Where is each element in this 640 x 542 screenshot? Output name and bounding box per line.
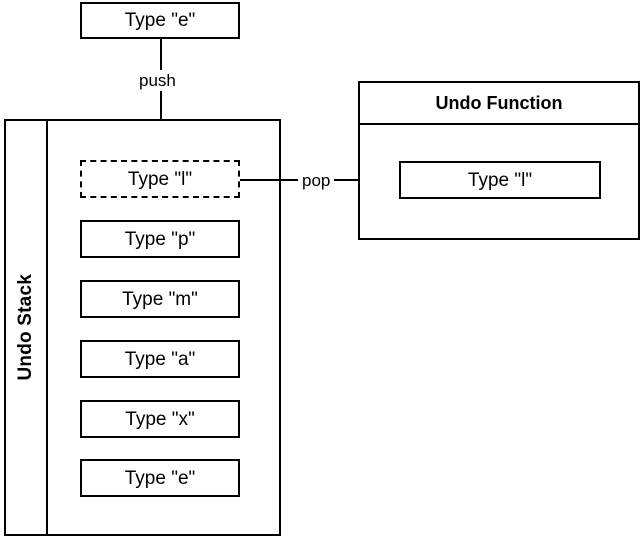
undo-function-header: Undo Function (360, 83, 638, 125)
undo-stack-title: Undo Stack (15, 274, 36, 381)
incoming-action-node: Type "e" (80, 2, 240, 39)
undo-function-action-node: Type "l" (399, 161, 601, 199)
stack-item-top: Type "l" (80, 160, 240, 198)
stack-item-bottom: Type "e" (80, 459, 240, 497)
undo-function-title: Undo Function (435, 92, 563, 113)
pop-edge-label: pop (298, 170, 335, 191)
push-edge-label: push (135, 70, 180, 91)
stack-item: Type "x" (80, 400, 240, 438)
stack-item: Type "m" (80, 280, 240, 318)
undo-function-panel: Undo Function (358, 81, 640, 240)
stack-item: Type "p" (80, 220, 240, 258)
stack-item: Type "a" (80, 340, 240, 378)
undo-stack-label-column: Undo Stack (6, 121, 48, 534)
